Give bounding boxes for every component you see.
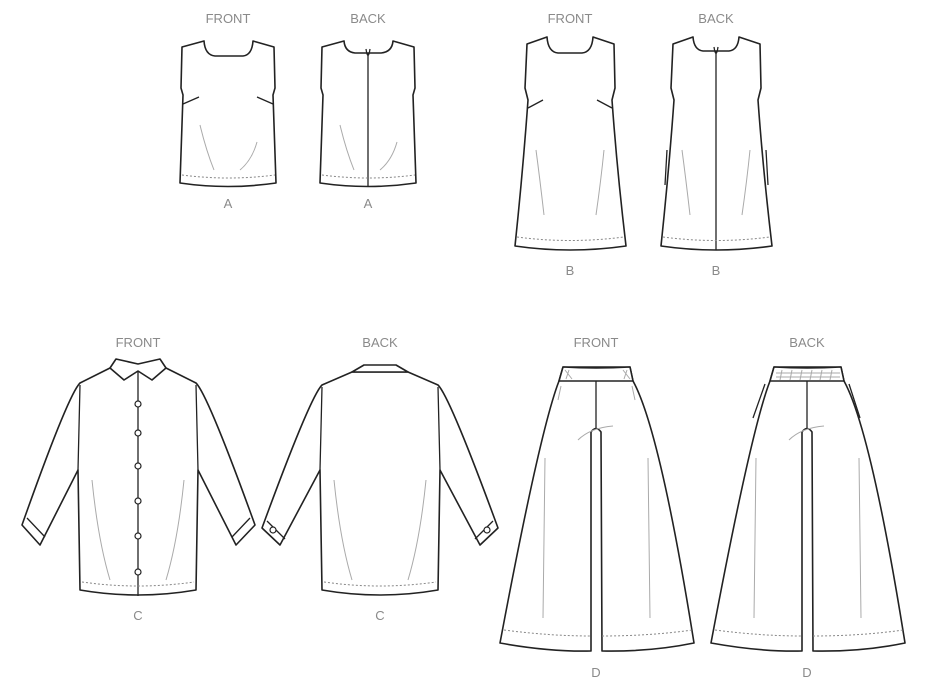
shirt-outline xyxy=(261,371,499,596)
elastic-shirring xyxy=(564,369,631,380)
bust-dart xyxy=(527,99,613,109)
view-b-back: BACK B xyxy=(660,11,773,278)
view-label: A xyxy=(364,196,373,211)
pocket-line xyxy=(752,383,861,419)
hem-stitch xyxy=(516,236,625,241)
view-label: B xyxy=(712,263,721,278)
drape-line xyxy=(333,479,427,581)
drape-line xyxy=(199,124,258,171)
view-heading: BACK xyxy=(350,11,386,26)
hem-stitch xyxy=(503,629,693,637)
dress-outline xyxy=(514,36,627,251)
button xyxy=(134,400,142,408)
view-a-front: FRONT A xyxy=(179,11,277,211)
view-label: A xyxy=(224,196,233,211)
grain-line xyxy=(753,457,862,619)
grain-line xyxy=(542,457,651,619)
view-heading: FRONT xyxy=(574,335,619,350)
view-heading: BACK xyxy=(698,11,734,26)
collar xyxy=(109,358,167,381)
bust-dart xyxy=(182,96,274,105)
button xyxy=(134,568,142,576)
buttons xyxy=(134,400,142,576)
drape-line xyxy=(535,149,605,216)
button xyxy=(134,497,142,505)
pants-outline xyxy=(710,366,906,652)
pants-outline xyxy=(499,366,695,652)
view-c-back: BACK C xyxy=(261,335,499,623)
hem-stitch xyxy=(81,581,195,587)
crotch-curve xyxy=(788,425,825,441)
collar xyxy=(351,364,409,373)
hem-stitch xyxy=(323,581,437,587)
hem-stitch xyxy=(714,629,904,637)
zipper-line xyxy=(365,48,371,187)
view-label: C xyxy=(375,608,384,623)
view-heading: BACK xyxy=(789,335,825,350)
cuff-button xyxy=(269,526,277,534)
view-label: D xyxy=(802,665,811,680)
button xyxy=(134,462,142,470)
button xyxy=(134,429,142,437)
view-b-front: FRONT B xyxy=(514,11,627,278)
sleeve-seam xyxy=(266,386,494,540)
top-outline xyxy=(179,40,277,188)
view-heading: BACK xyxy=(362,335,398,350)
button xyxy=(134,532,142,540)
view-d-back: BACK D xyxy=(710,335,906,680)
hem-stitch xyxy=(662,236,771,241)
view-label: C xyxy=(133,608,142,623)
view-label: B xyxy=(566,263,575,278)
waistband xyxy=(558,366,634,382)
drape-line xyxy=(91,479,185,581)
view-heading: FRONT xyxy=(116,335,161,350)
cuff-button xyxy=(483,526,491,534)
elastic-shirring xyxy=(776,369,840,381)
view-label: D xyxy=(591,665,600,680)
view-a-back: BACK A xyxy=(319,11,417,211)
view-heading: FRONT xyxy=(206,11,251,26)
view-c-front: FRONT C xyxy=(21,335,256,623)
drape-line xyxy=(681,149,751,216)
sleeve-seam xyxy=(26,384,251,538)
crotch-curve xyxy=(557,385,636,441)
hem-stitch xyxy=(321,174,416,179)
pocket-line xyxy=(664,149,769,186)
view-heading: FRONT xyxy=(548,11,593,26)
view-d-front: FRONT D xyxy=(499,335,695,680)
drape-line xyxy=(339,124,398,171)
hem-stitch xyxy=(181,174,276,179)
zipper-line xyxy=(713,46,719,250)
